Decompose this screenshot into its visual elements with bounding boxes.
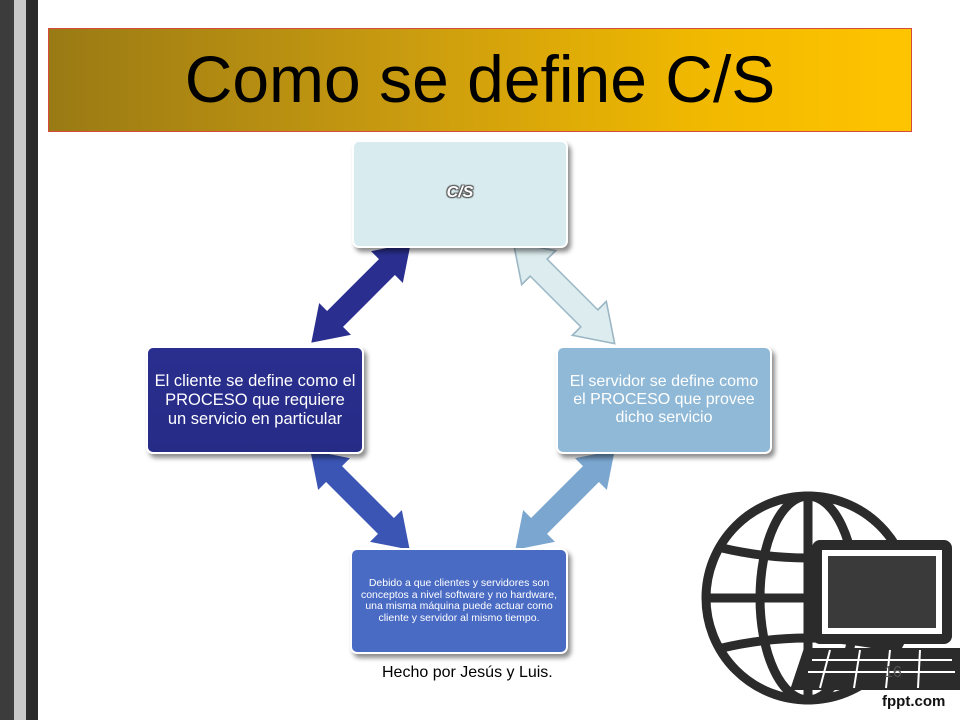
laptop-icon bbox=[790, 540, 960, 690]
node-server-label: El servidor se define como el PROCESO qu… bbox=[569, 373, 759, 426]
title-bar: Como se define C/S bbox=[48, 28, 912, 132]
node-both-label: Debido a que clientes y servidores son c… bbox=[360, 577, 558, 624]
node-server: El servidor se define como el PROCESO qu… bbox=[556, 346, 772, 454]
node-client: El cliente se define como el PROCESO que… bbox=[146, 346, 364, 454]
node-client-label: El cliente se define como el PROCESO que… bbox=[154, 371, 356, 428]
arrow-top-left bbox=[309, 241, 413, 345]
arrow-top-right bbox=[512, 241, 616, 345]
arrow-bottom-right bbox=[513, 448, 617, 552]
slide-title: Como se define C/S bbox=[184, 42, 776, 116]
left-stripe-dark bbox=[0, 0, 14, 720]
brand-label: fppt.com bbox=[882, 693, 946, 710]
node-cs: C/S bbox=[352, 140, 568, 248]
footer-credit: Hecho por Jesús y Luis. bbox=[382, 664, 553, 681]
node-cs-label: C/S bbox=[446, 184, 474, 201]
left-stripe-black bbox=[26, 0, 38, 720]
arrow-bottom-left bbox=[308, 448, 412, 552]
node-both: Debido a que clientes y servidores son c… bbox=[350, 548, 568, 654]
left-stripe-light bbox=[14, 0, 26, 720]
page-number: 16 bbox=[884, 664, 902, 681]
